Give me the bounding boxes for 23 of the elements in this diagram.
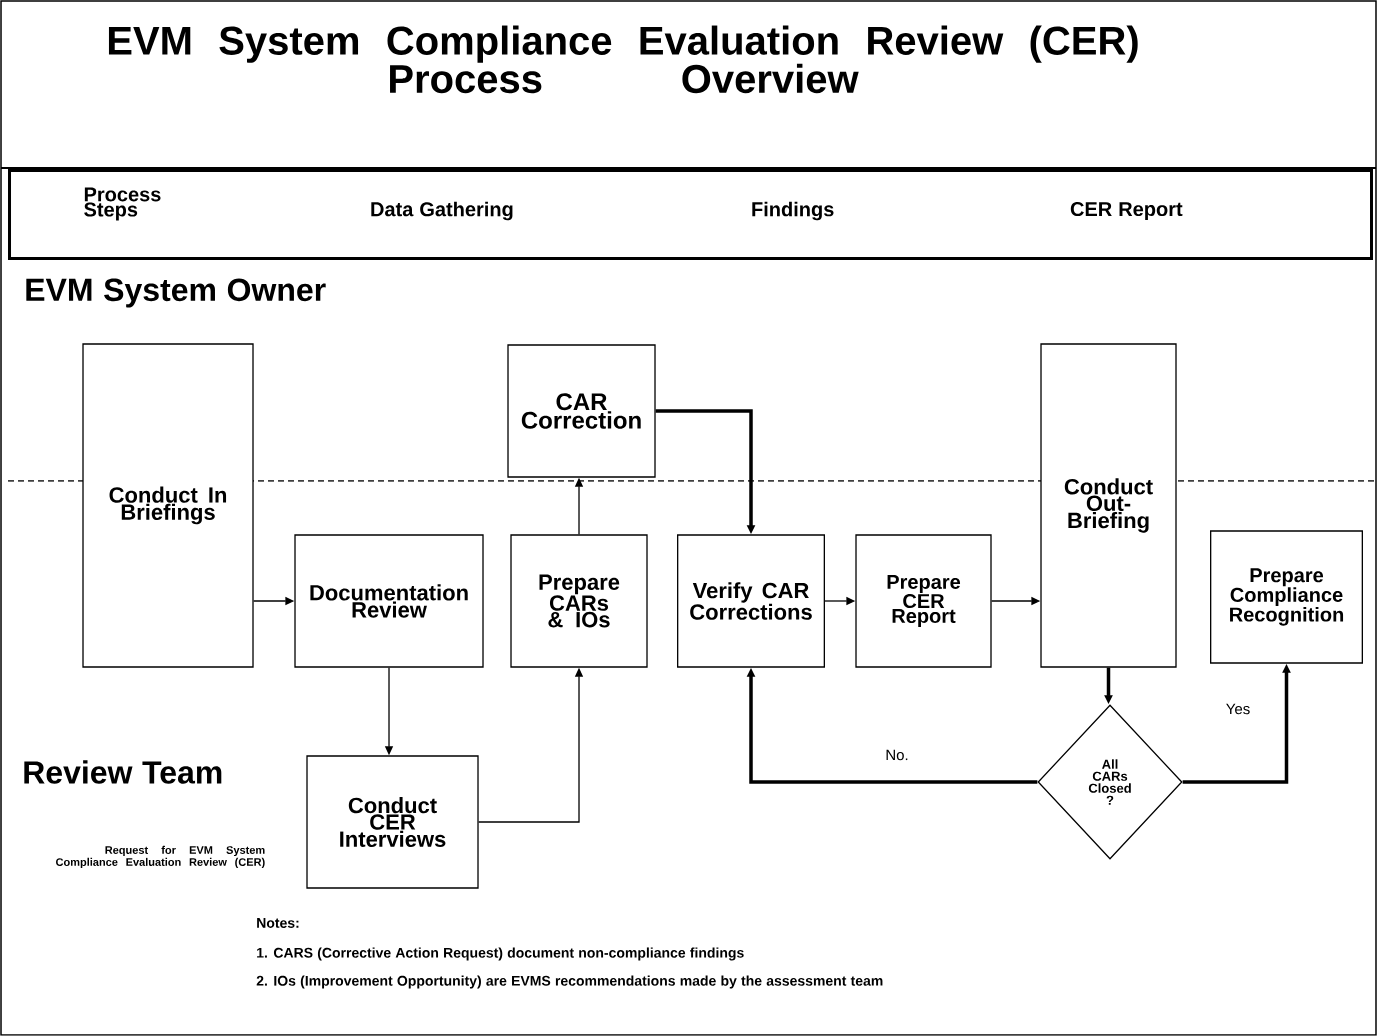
process-box: CAR Correction (507, 344, 656, 478)
process-box: Prepare CARs & IOs (510, 534, 648, 668)
process-box: Prepare Compliance Recognition (1210, 530, 1363, 664)
process-box: Conduct Out-Briefing (1040, 343, 1177, 668)
process-box: Documentation Review (294, 534, 484, 668)
column-heading: Findings (752, 201, 834, 221)
lane-title: EVM System Owner (26, 278, 326, 308)
header-band (8, 169, 1373, 260)
title: EVM System Compliance Evaluation Review (CER) Process Overview (108, 25, 1138, 94)
process-box: Conduct CER Interviews (306, 755, 479, 889)
column-heading: Process Steps (84, 187, 161, 221)
column-heading: Data Gathering (371, 201, 513, 221)
note-heading: Notes: (257, 918, 299, 928)
edge-label: No. (883, 747, 911, 763)
process-box: Conduct In Briefings (82, 343, 254, 668)
note-text: 1. CARS (Corrective Action Request) document non-compliance findings (257, 947, 744, 961)
column-heading: CER Report (1070, 201, 1183, 221)
process-box: Prepare CER Report (855, 534, 992, 668)
note-text: 2. IOs (Improvement Opportunity) are EVMS recommendations made by the assessment team (256, 975, 883, 989)
lane-title: Review Team (24, 760, 222, 784)
request-note: Request for EVM System Compliance Evaluation Review (CER) (56, 845, 265, 869)
process-box: Verify CAR Corrections (677, 534, 825, 668)
edge-label: Yes (1223, 701, 1253, 717)
